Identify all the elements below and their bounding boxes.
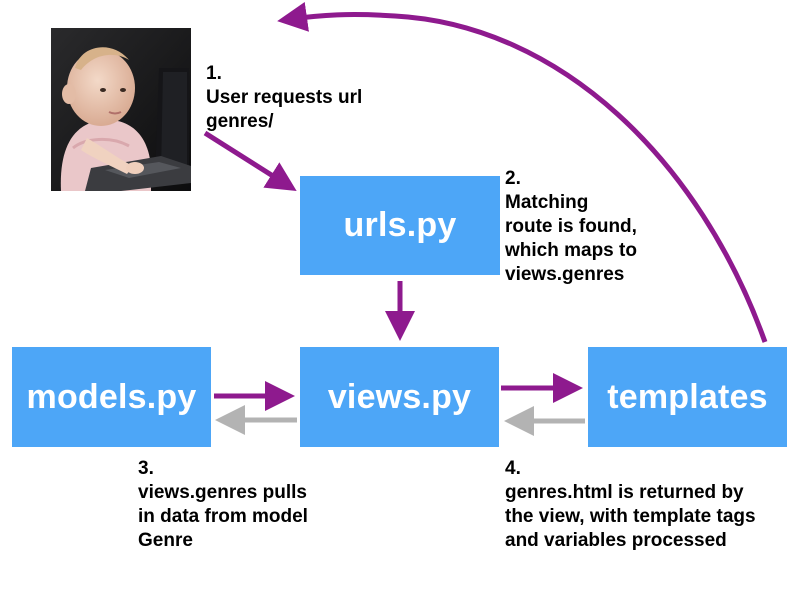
step-4-line-3: and variables processed bbox=[505, 530, 727, 551]
step-1-label: 1. User requests url genres/ bbox=[206, 62, 362, 134]
baby-at-laptop-photo bbox=[51, 28, 191, 191]
step-4-line-1: genres.html is returned by bbox=[505, 482, 744, 503]
arrow-templates-to-user-return bbox=[277, 2, 768, 343]
views-box: views.py bbox=[300, 347, 499, 447]
step-4-number: 4. bbox=[505, 458, 521, 479]
step-1-number: 1. bbox=[206, 63, 222, 84]
step-3-line-1: views.genres pulls bbox=[138, 482, 307, 503]
step-1-line-1: User requests url bbox=[206, 87, 363, 108]
urls-box: urls.py bbox=[300, 176, 500, 275]
step-4-label: 4. genres.html is returned by the view, … bbox=[505, 457, 756, 553]
step-2-number: 2. bbox=[505, 168, 521, 189]
step-3-line-3: Genre bbox=[138, 530, 193, 551]
templates-box: templates bbox=[588, 347, 787, 447]
models-box: models.py bbox=[12, 347, 211, 447]
step-4-line-2: the view, with template tags bbox=[505, 506, 756, 527]
baby-at-laptop-photo-icon bbox=[51, 28, 191, 191]
arrow-user-to-urls bbox=[203, 130, 297, 192]
step-2-line-3: which maps to bbox=[505, 240, 637, 261]
step-2-label: 2. Matching route is found, which maps t… bbox=[505, 167, 637, 287]
step-3-line-2: in data from model bbox=[138, 506, 308, 527]
urls-box-label: urls.py bbox=[343, 206, 457, 244]
step-2-line-2: route is found, bbox=[505, 216, 637, 237]
step-2-line-1: Matching bbox=[505, 192, 589, 213]
step-2-line-4: views.genres bbox=[505, 264, 625, 285]
step-3-label: 3. views.genres pulls in data from model… bbox=[138, 457, 308, 553]
templates-box-label: templates bbox=[607, 377, 768, 416]
models-box-label: models.py bbox=[26, 377, 197, 416]
step-3-number: 3. bbox=[138, 458, 154, 479]
step-1-line-2: genres/ bbox=[206, 111, 274, 132]
views-box-label: views.py bbox=[327, 377, 472, 416]
